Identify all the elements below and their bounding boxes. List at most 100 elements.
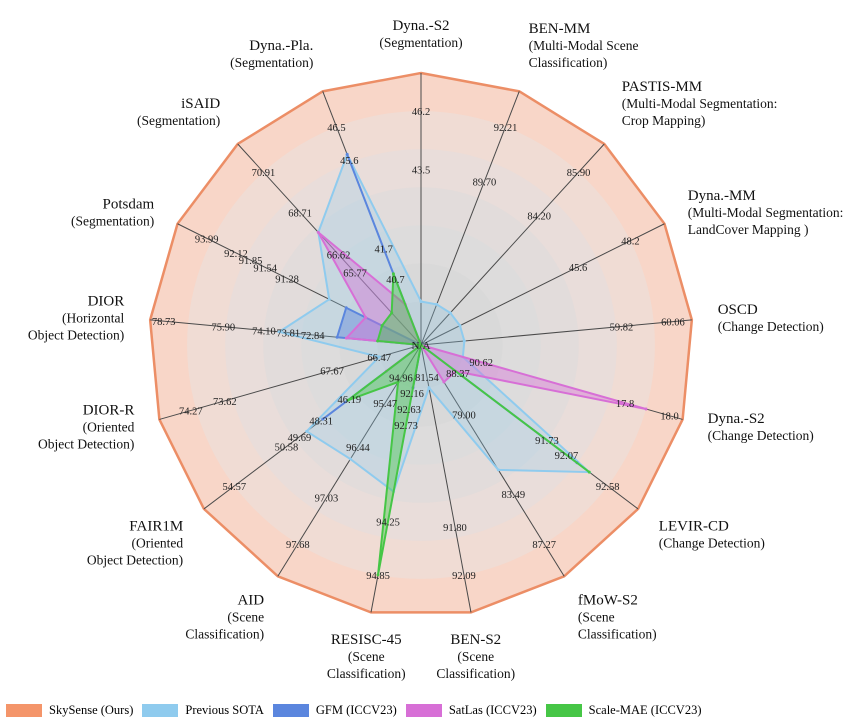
value-label: 66.47: [367, 353, 391, 364]
value-label: 93.99: [195, 234, 219, 245]
axis-label: LEVIR-CD(Change Detection): [659, 519, 765, 551]
series-area-scale-mae-iccv23-: [347, 273, 590, 576]
value-label: 91.54: [253, 263, 277, 274]
legend-label: Previous SOTA: [185, 702, 264, 717]
axis-subtitle: (Scene: [457, 649, 494, 664]
data-point: [427, 386, 431, 390]
axis-spoke: [420, 223, 665, 346]
axis-labels: Dyna.-S2(Segmentation)BEN-MM(Multi-Modal…: [28, 18, 843, 681]
value-label: 92.07: [555, 451, 579, 462]
axis-subtitle: (Oriented: [131, 536, 183, 551]
value-label: 59.82: [610, 322, 634, 333]
legend-item-previous-sota: Previous SOTA: [142, 703, 264, 718]
series-areas: [276, 151, 648, 577]
value-label: 74.10: [252, 326, 276, 337]
value-label: 87.27: [532, 540, 556, 551]
data-point: [316, 230, 320, 234]
axis-name: Potsdam: [103, 197, 155, 213]
data-point: [348, 457, 352, 461]
axis-name: AID: [237, 592, 264, 608]
value-label: 92.09: [452, 571, 476, 582]
axis-name: Dyna.-Pla.: [249, 38, 313, 54]
value-label: 70.91: [252, 168, 276, 179]
data-point: [305, 429, 309, 433]
value-label: 45.6: [340, 156, 358, 167]
value-label: 74.27: [179, 407, 203, 418]
value-label: 48.2: [621, 237, 639, 248]
value-label: 79.00: [452, 410, 476, 421]
data-point: [419, 299, 423, 303]
axis-label: Dyna.-Pla.(Segmentation): [230, 38, 313, 70]
data-point: [462, 339, 466, 343]
value-label: 85.90: [567, 168, 591, 179]
value-label: 92.63: [397, 405, 421, 416]
axis-subtitle: (Multi-Modal Segmentation:: [688, 205, 844, 220]
value-label: 92.58: [596, 482, 620, 493]
value-label: 94.85: [366, 571, 390, 582]
axis-label: Dyna.-MM(Multi-Modal Segmentation:LandCo…: [688, 188, 844, 237]
value-label: 73.62: [213, 397, 237, 408]
axis-name: BEN-S2: [450, 632, 501, 648]
value-label: 78.73: [152, 317, 176, 328]
data-point: [364, 315, 368, 319]
axis-name: BEN-MM: [529, 21, 591, 37]
axis-subtitle: (Change Detection): [659, 536, 765, 551]
axis-subtitle: (Oriented: [83, 420, 135, 435]
value-label: 17.8: [616, 399, 634, 410]
axis-label: Potsdam(Segmentation): [71, 197, 155, 229]
axis-name: DIOR: [88, 294, 125, 310]
axis-subtitle: LandCover Mapping ): [688, 222, 809, 237]
legend-item-satlas: SatLas (ICCV23): [405, 703, 537, 718]
axis-subtitle: (Scene: [348, 649, 385, 664]
axis-label: Dyna.-S2(Change Detection): [708, 411, 814, 443]
value-label: 73.81: [276, 329, 300, 340]
value-label: 94.25: [376, 517, 400, 528]
axis-name: FAIR1M: [129, 519, 183, 535]
value-labels: 46.243.592.2189.7085.9084.2048.245.660.0…: [152, 107, 685, 582]
legend-swatch-scale-mae: [545, 703, 582, 717]
axis-subtitle: Classification): [436, 666, 515, 681]
value-label: 97.68: [286, 540, 310, 551]
axis-name: LEVIR-CD: [659, 519, 729, 535]
axis-name: Dyna.-S2: [392, 18, 449, 34]
legend-label: GFM (ICCV23): [315, 702, 397, 717]
legend-item-skysense: SkySense (Ours): [6, 703, 133, 718]
data-point: [458, 324, 462, 328]
value-label: 54.57: [223, 482, 247, 493]
value-label: 92.21: [494, 123, 518, 134]
value-label: 91.80: [443, 523, 467, 534]
value-label: 46.5: [327, 123, 345, 134]
radar-chart: 46.243.592.2189.7085.9084.2048.245.660.0…: [28, 18, 843, 681]
data-point: [376, 573, 380, 577]
value-label: 91.73: [535, 436, 559, 447]
axis-subtitle: Object Detection): [38, 437, 134, 452]
axis-name: PASTIS-MM: [622, 79, 702, 95]
data-point: [346, 398, 350, 402]
value-label: 66.62: [327, 251, 351, 262]
data-point: [327, 297, 331, 301]
value-label: 67.67: [320, 366, 344, 377]
value-label: 40.7: [386, 275, 404, 286]
axis-subtitle: Classification): [327, 666, 406, 681]
value-label: 91.28: [275, 274, 299, 285]
value-label: 49.69: [288, 433, 312, 444]
axis-subtitle: (Horizontal: [62, 311, 124, 326]
data-point: [344, 336, 348, 340]
data-point: [380, 324, 384, 328]
axis-spoke: [420, 344, 565, 577]
axis-label: Dyna.-S2(Segmentation): [379, 18, 462, 50]
axis-name: DIOR-R: [83, 403, 135, 419]
axis-label: OSCD(Change Detection): [718, 302, 824, 334]
value-label: 94.96: [389, 373, 413, 384]
legend: SkySense (Ours) Previous SOTA GFM (ICCV2…: [6, 701, 861, 719]
data-point: [377, 355, 381, 359]
legend-label: SkySense (Ours): [49, 702, 134, 717]
value-label: 90.62: [469, 358, 493, 369]
data-point: [644, 407, 648, 411]
